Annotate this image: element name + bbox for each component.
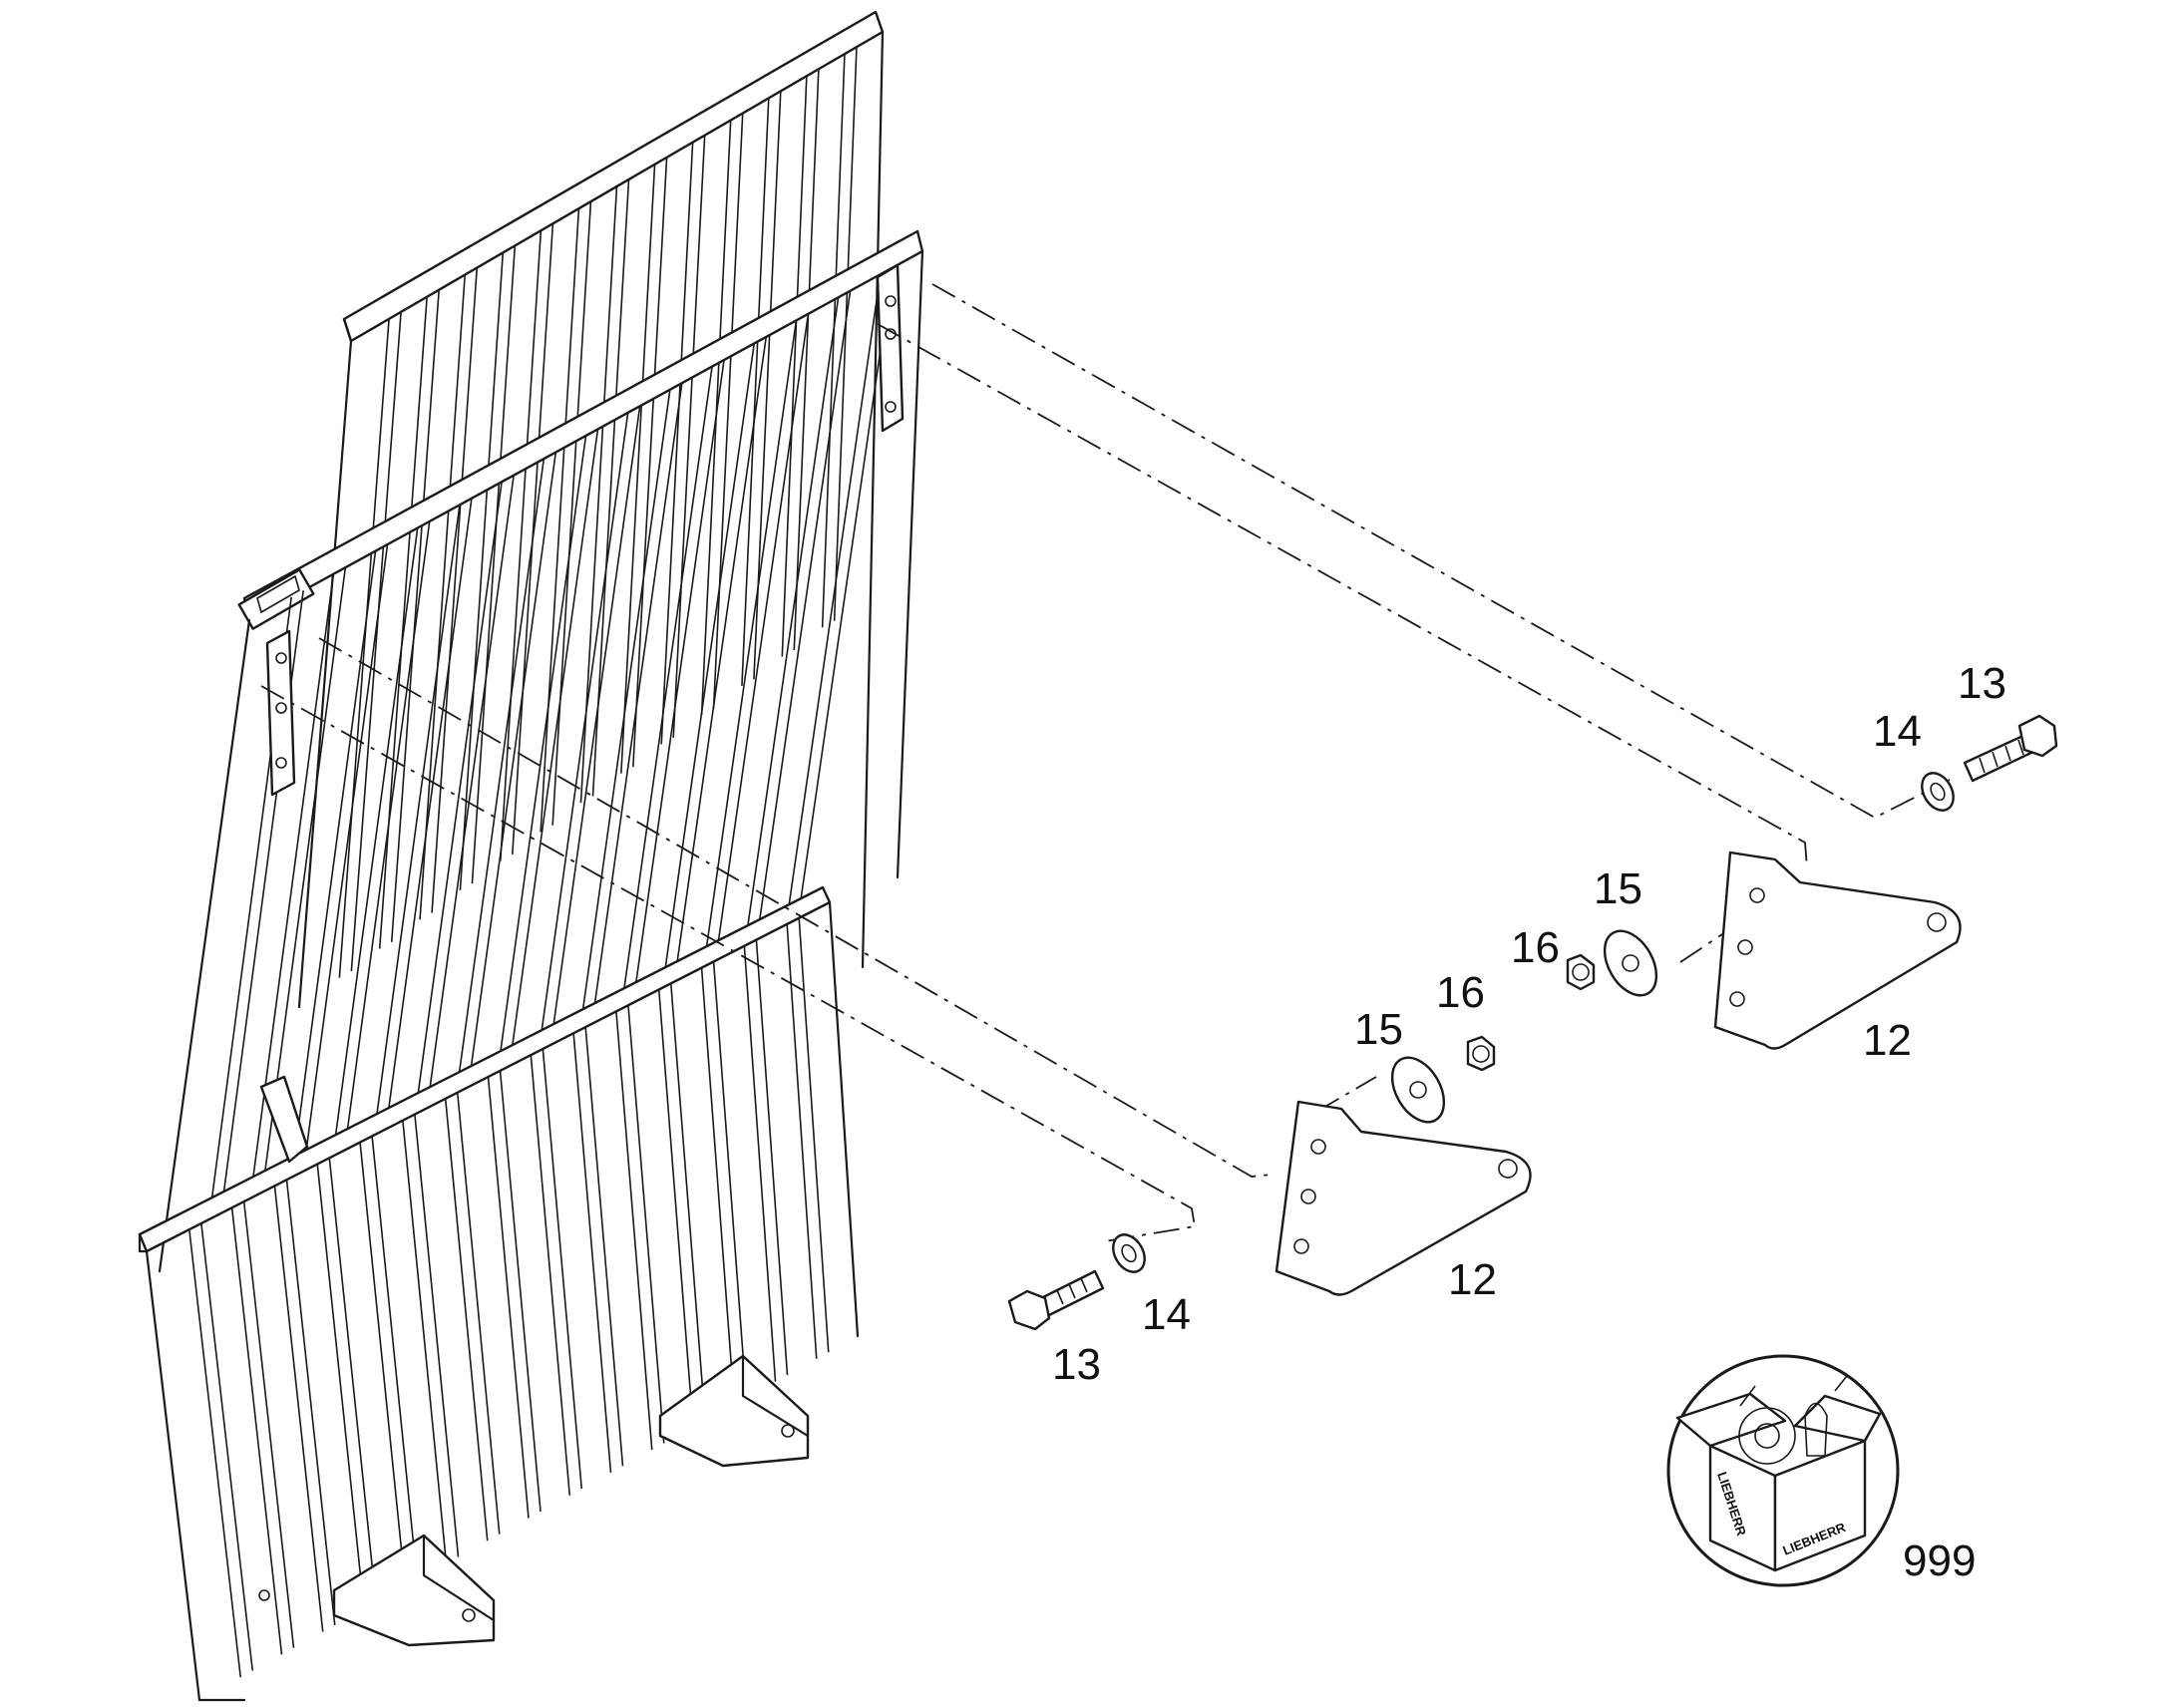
- callout-bolt-left: 13: [1052, 1340, 1101, 1389]
- callout-nut-right: 16: [1511, 923, 1560, 972]
- flat-washer-left: [1390, 1056, 1446, 1124]
- flat-washer-right: [1603, 929, 1658, 997]
- panel-mounting-lug-lower: [265, 629, 296, 797]
- panel-foot-right: [658, 1354, 810, 1468]
- callout-flat-washer-left: 15: [1354, 1005, 1403, 1054]
- middle-grille-panel: [158, 229, 924, 1273]
- hex-nut-right: [1566, 953, 1596, 991]
- callout-washer-left: 14: [1142, 1290, 1191, 1339]
- mounting-bracket-right: [1713, 851, 1962, 1050]
- repair-kit-icon: LIEBHERR LIEBHERR: [1666, 1354, 1900, 1587]
- lower-grille-panel: [145, 900, 860, 1702]
- callout-washer-right: 14: [1873, 707, 1922, 756]
- hex-bolt-left: [1007, 1269, 1105, 1331]
- assembly-guide-lines: [260, 283, 1951, 1242]
- panel-mounting-lug-upper: [876, 263, 905, 433]
- callout-nut-left: 16: [1436, 968, 1485, 1017]
- panel-foot-left: [258, 1534, 496, 1647]
- cross-rail: [138, 885, 832, 1253]
- callout-kit: 999: [1903, 1537, 1976, 1585]
- hex-bolt-right: [1963, 714, 2058, 783]
- grille-panel-assembly: [138, 10, 924, 1702]
- lock-washer-right: [1921, 772, 1955, 812]
- callout-bolt-right: 13: [1958, 659, 2006, 708]
- upper-grille-panel: [297, 10, 885, 1009]
- mounting-bracket-left: [1274, 1100, 1532, 1296]
- lower-grille-slats: [188, 917, 830, 1678]
- hex-nut-left: [1466, 1035, 1496, 1072]
- side-support-bracket: [259, 1075, 309, 1164]
- middle-grille-slats: [209, 267, 894, 1207]
- callout-flat-washer-right: 15: [1594, 864, 1642, 913]
- callout-bracket-left: 12: [1448, 1255, 1497, 1304]
- callout-labels: 12 12 13 13 14 14 15 15 16 16 999: [1052, 659, 2006, 1585]
- callout-bracket-right: 12: [1863, 1016, 1912, 1065]
- lock-washer-left: [1112, 1233, 1146, 1273]
